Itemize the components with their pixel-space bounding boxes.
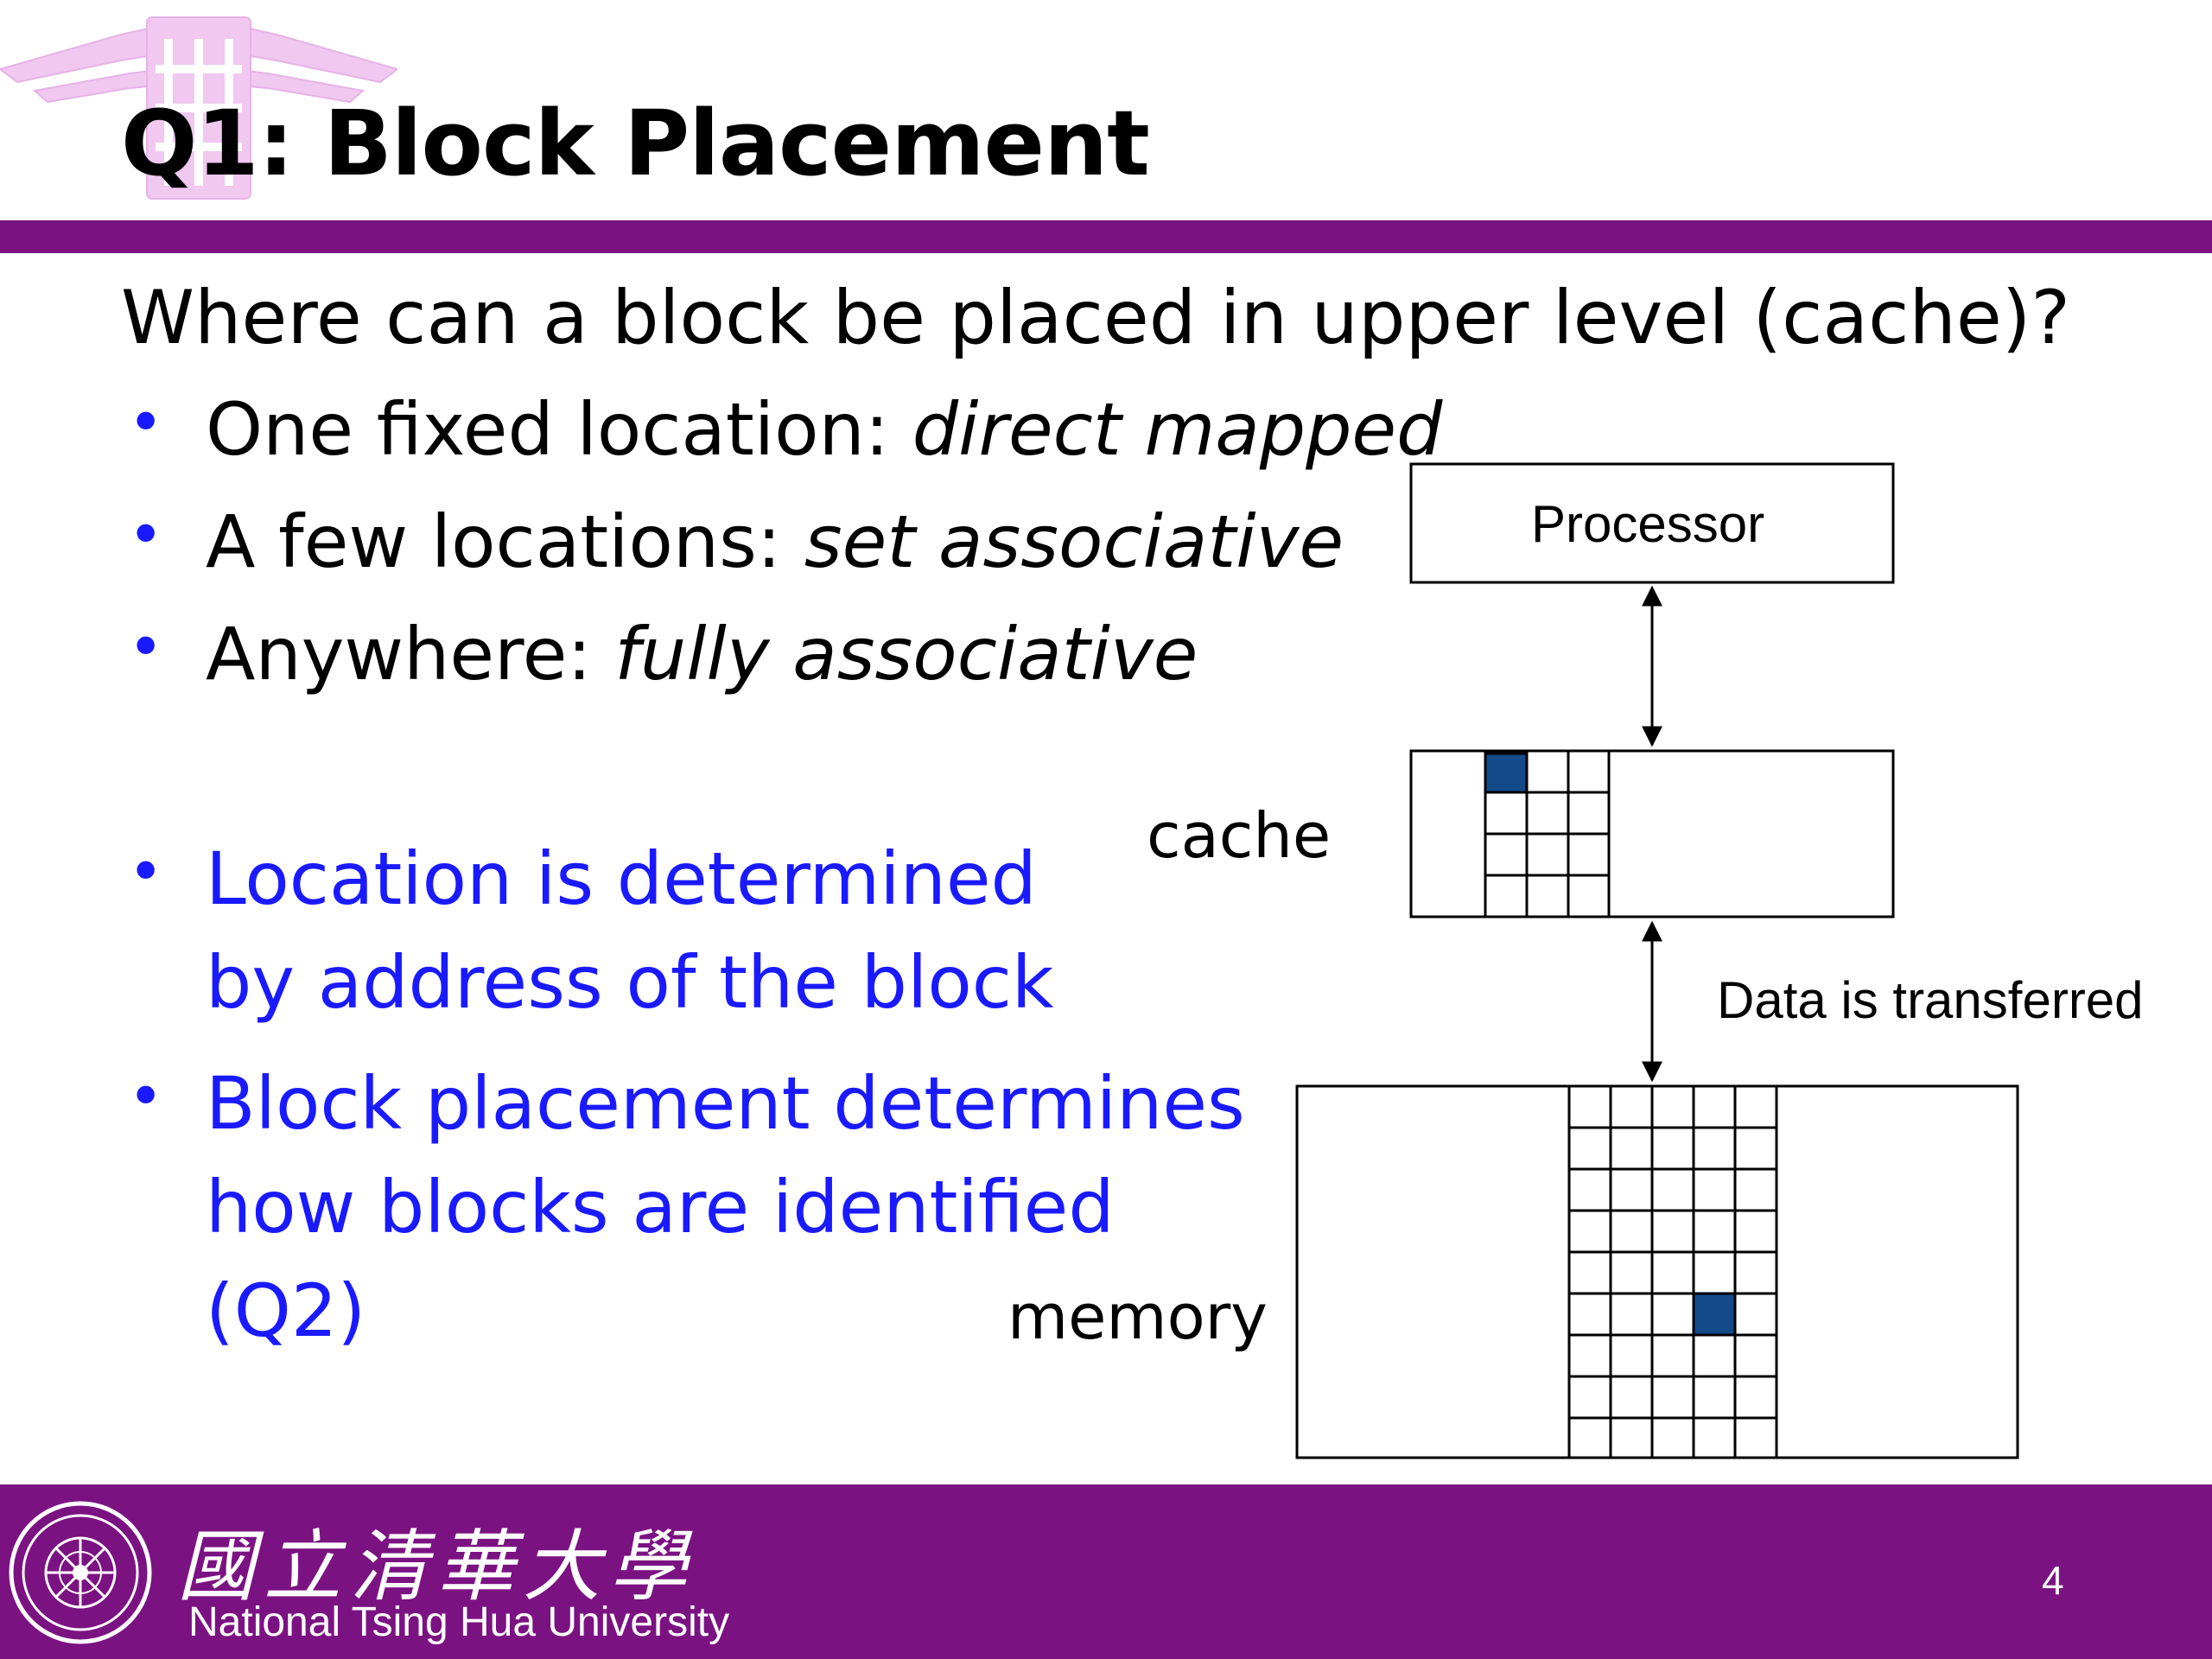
- question-text: Where can a block be placed in upper lev…: [121, 275, 2070, 361]
- transfer-label: Data is transferred: [1717, 971, 2144, 1029]
- bullet-dot: •: [128, 387, 164, 458]
- footer-bar: [0, 1484, 2212, 1659]
- cache-block-filled: [1484, 752, 1529, 794]
- bullet-dot: •: [128, 1061, 164, 1132]
- memory-block-filled: [1692, 1292, 1737, 1337]
- bullet-emphasis-text: fully associative: [614, 612, 1198, 696]
- memory-box: [1295, 1084, 2019, 1459]
- university-name-chinese: 國立清華大學: [177, 1522, 696, 1612]
- page-number: 4: [2042, 1558, 2064, 1603]
- bullet-line: Block placement determines: [206, 1061, 1245, 1146]
- bullet-emphasis-text: direct mapped: [912, 387, 1443, 472]
- memory-label: memory: [1007, 1281, 1268, 1353]
- nthu-seal-icon: [9, 1501, 152, 1644]
- slide-title: Q1: Block Placement: [121, 91, 1150, 196]
- bullet-dot: •: [128, 499, 164, 570]
- cache-label: cache: [1147, 799, 1332, 872]
- bullet-lead-text: A few locations:: [206, 499, 804, 584]
- processor-box: [1409, 462, 1895, 584]
- bullet-line: Location is determined: [206, 836, 1037, 921]
- cache-box: [1409, 749, 1895, 918]
- nthu-watermark-logo-icon: [0, 16, 397, 200]
- bullet-lead-text: Anywhere:: [206, 612, 615, 696]
- processor-label: Processor: [1531, 495, 1765, 553]
- title-divider-bar: [0, 220, 2212, 253]
- bullet-lead-text: One fixed location:: [206, 387, 912, 472]
- bullet-dot: •: [128, 612, 164, 683]
- bullet-dot: •: [128, 836, 164, 907]
- bullet-emphasis-text: set associative: [804, 499, 1344, 584]
- bullet-line: how blocks are identified: [206, 1165, 1115, 1249]
- bullet-line: (Q2): [206, 1268, 366, 1353]
- memory-grid: [1567, 1086, 1778, 1458]
- bullet-line: by address of the block: [206, 940, 1054, 1025]
- university-name-english: National Tsing Hua University: [188, 1599, 730, 1645]
